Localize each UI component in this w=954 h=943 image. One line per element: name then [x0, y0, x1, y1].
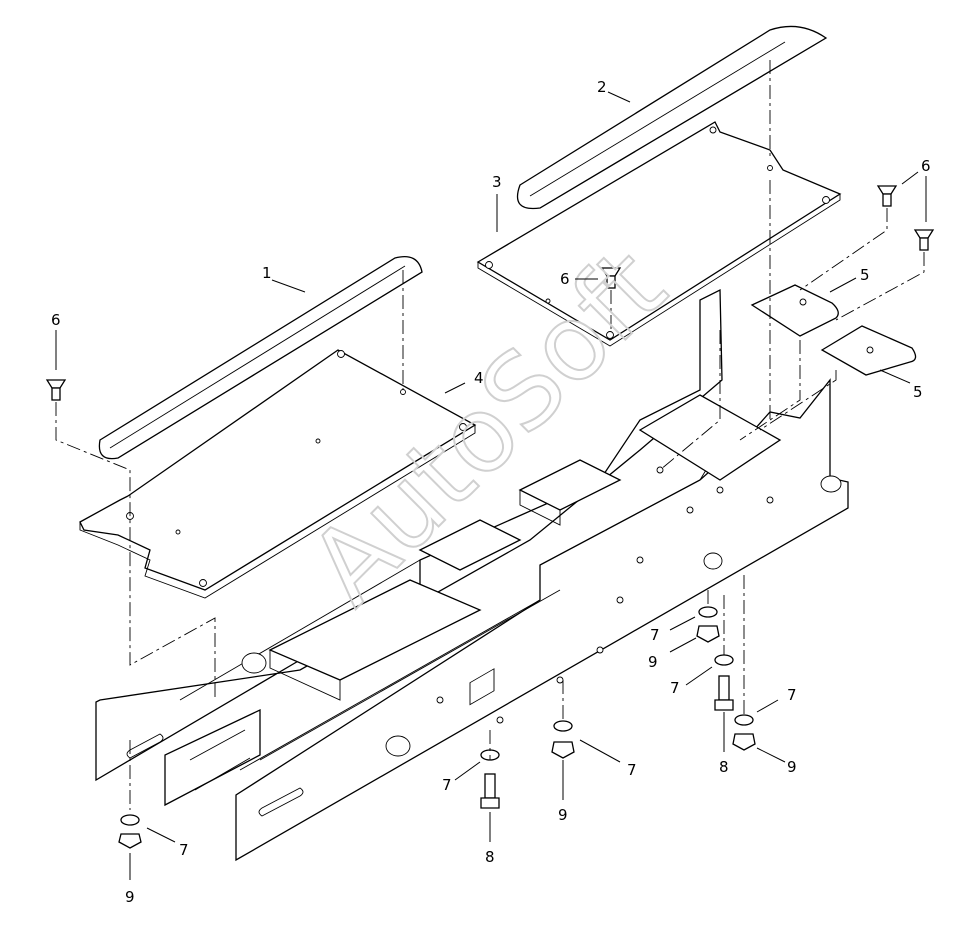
callout-8-a: 8	[485, 848, 495, 866]
callout-labels: 1 2 3 4 5 5 6 6 6 7 7 7 7 7 7 8 8 9 9 9 …	[51, 78, 931, 906]
floor-plate-left	[79, 349, 477, 599]
callout-3: 3	[492, 173, 502, 191]
callout-1: 1	[262, 264, 272, 282]
callout-5-upper: 5	[860, 266, 870, 284]
main-frame	[95, 288, 849, 862]
screw-left	[45, 379, 67, 401]
leader-lines	[55, 91, 927, 880]
screw-right-lower	[913, 229, 935, 251]
top-cover-left	[98, 255, 423, 460]
screw-right-upper	[876, 185, 898, 207]
callout-7-f: 7	[787, 686, 797, 704]
nuts	[118, 625, 756, 849]
top-cover-right	[516, 25, 828, 210]
callout-6-right: 6	[921, 157, 931, 175]
callout-4: 4	[474, 369, 484, 387]
callout-9-c: 9	[648, 653, 658, 671]
callout-9-a: 9	[125, 888, 135, 906]
callout-8-b: 8	[719, 758, 729, 776]
callout-2: 2	[597, 78, 607, 96]
callout-6-center: 6	[560, 270, 570, 288]
callout-6-left: 6	[51, 311, 61, 329]
callout-9-d: 9	[787, 758, 797, 776]
callout-5-lower: 5	[913, 383, 923, 401]
bracket-lower	[820, 325, 917, 376]
callout-7-c: 7	[627, 761, 637, 779]
floor-plate-right	[476, 121, 842, 347]
assembly-lines	[55, 60, 925, 810]
callout-7-d: 7	[650, 626, 660, 644]
bolts	[480, 675, 734, 809]
callout-7-b: 7	[442, 776, 452, 794]
callout-7-a: 7	[179, 841, 189, 859]
bracket-upper	[750, 284, 839, 337]
callout-9-b: 9	[558, 806, 568, 824]
callout-7-e: 7	[670, 679, 680, 697]
screw-center	[600, 267, 622, 289]
